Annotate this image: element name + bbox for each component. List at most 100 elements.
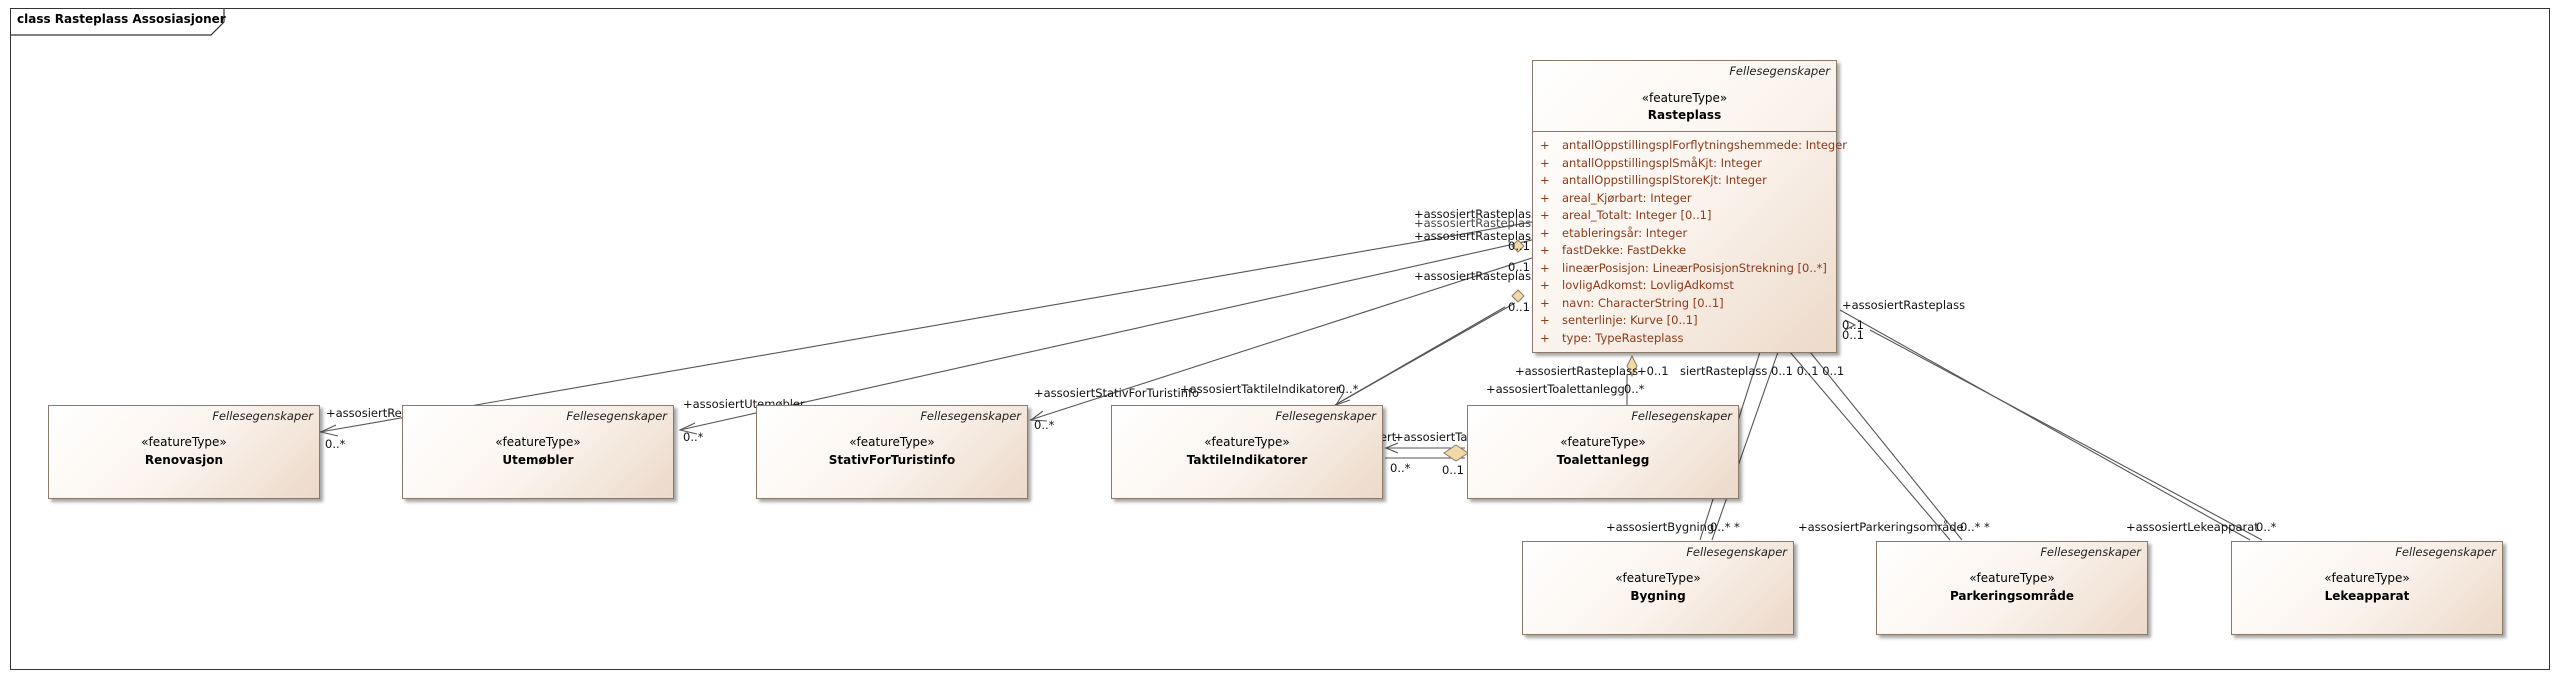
attribute-row: +type: TypeRasteplass bbox=[1540, 330, 1684, 345]
class-name: StativForTuristinfo bbox=[828, 453, 956, 467]
class-name: Rasteplass bbox=[1647, 108, 1722, 122]
package-label: Fellesegenskaper bbox=[212, 409, 313, 423]
attribute-row: +lovligAdkomst: LovligAdkomst bbox=[1540, 278, 1734, 292]
mult-label-taktile: 0..* bbox=[1338, 382, 1359, 396]
class-utemobler[interactable]: Fellesegenskaper «featureType» Utemøbler bbox=[402, 405, 674, 499]
assoc-parkering-a bbox=[1789, 351, 1951, 541]
mult-label-rasteplass-toalett: +0..1 bbox=[1637, 364, 1669, 378]
stereotype-label: «featureType» bbox=[1615, 571, 1701, 585]
assoc-bygning-b bbox=[1711, 351, 1779, 541]
label-bottom-cluster: siertRasteplass 0..1 0..1 0..1 bbox=[1680, 364, 1845, 378]
attribute-row: +etableringsår: Integer bbox=[1540, 225, 1688, 240]
class-name: TaktileIndikatorer bbox=[1186, 453, 1308, 467]
class-bygning[interactable]: Fellesegenskaper «featureType» Bygning bbox=[1522, 541, 1794, 635]
stereotype-label: «featureType» bbox=[849, 435, 935, 449]
role-label-rasteplass-toalett: +assosiertRasteplass bbox=[1515, 364, 1639, 378]
attribute-row: +lineærPosisjon: LineærPosisjonStrekning… bbox=[1540, 260, 1827, 275]
role-label-bygning: +assosiertBygning bbox=[1606, 520, 1715, 534]
class-stativ-for-turistinfo[interactable]: Fellesegenskaper «featureType» StativFor… bbox=[756, 405, 1028, 499]
stereotype-label: «featureType» bbox=[495, 435, 581, 449]
package-label: Fellesegenskaper bbox=[920, 409, 1021, 423]
stereotype-label: «featureType» bbox=[141, 435, 227, 449]
class-name: Renovasjon bbox=[144, 453, 224, 467]
attribute-row: +navn: CharacterString [0..1] bbox=[1540, 295, 1724, 310]
attribute-row: +antallOppstillingsplForflytningshemmede… bbox=[1540, 138, 1847, 152]
aggregation-diamond-taktile-top bbox=[1511, 289, 1525, 303]
stereotype-label: «featureType» bbox=[1560, 435, 1646, 449]
package-label: Fellesegenskaper bbox=[1631, 409, 1732, 423]
class-name: Parkeringsområde bbox=[1949, 589, 2075, 603]
attribute-row: +antallOppstillingsplStoreKjt: Integer bbox=[1540, 173, 1767, 187]
mult-label-rasteplass-a: 0..1 bbox=[1508, 239, 1530, 253]
mult-label-rasteplass-right: 0..1 bbox=[1842, 318, 1864, 332]
assoc-taktile-b bbox=[1339, 306, 1506, 403]
diagram-frame: class Rasteplass Assosiasjoner bbox=[10, 8, 2550, 670]
mult-label-renovasjon: 0..* bbox=[325, 437, 346, 451]
assoc-renovasjon bbox=[319, 221, 1533, 433]
mult-label-toalett: 0..* bbox=[1624, 382, 1645, 396]
mult-label-rasteplass-c: 0..1 bbox=[1508, 300, 1530, 314]
mult-label-rasteplass-right2: 0..1 bbox=[1842, 328, 1864, 342]
compartment-divider bbox=[1533, 131, 1836, 132]
class-name: Utemøbler bbox=[502, 453, 574, 467]
role-label-toalett: +assosiertToalettanlegg bbox=[1486, 382, 1625, 396]
arrow-stativ bbox=[1029, 410, 1048, 422]
package-label: Fellesegenskaper bbox=[1275, 409, 1376, 423]
assoc-utemobler bbox=[679, 239, 1533, 431]
stereotype-label: «featureType» bbox=[2324, 571, 2410, 585]
role-label-stativ: +assosiertStativForTuristinfo bbox=[1034, 386, 1200, 400]
mult-label-rasteplass-b: 0..1 bbox=[1508, 260, 1530, 274]
class-toalettanlegg[interactable]: Fellesegenskaper «featureType» Toalettan… bbox=[1467, 405, 1739, 499]
mult-label-bygning: 0..* * bbox=[1710, 520, 1740, 534]
package-label: Fellesegenskaper bbox=[2395, 545, 2496, 559]
frame-tab bbox=[11, 9, 225, 36]
arrow-utemobler bbox=[678, 422, 698, 435]
role-label-taktile: +assosiertTaktileIndikatorer bbox=[1180, 382, 1341, 396]
class-rasteplass[interactable]: Fellesegenskaper «featureType» Rasteplas… bbox=[1532, 60, 1847, 353]
mult-label-taktile-self-1: 0..* bbox=[1390, 461, 1411, 475]
mult-label-taktile-self-2: 0..1 bbox=[1442, 463, 1464, 477]
aggregation-diamond-toalett bbox=[1626, 354, 1638, 378]
arrow-lekeapparat bbox=[1844, 319, 1857, 331]
attribute-row: +fastDekke: FastDekke bbox=[1540, 243, 1687, 257]
mult-label-parkering: 0..* * bbox=[1960, 520, 1990, 534]
diagram-title: class Rasteplass Assosiasjoner bbox=[17, 12, 226, 26]
role-label-rasteplass-4: +assosiertRasteplass bbox=[1414, 269, 1538, 283]
class-name: Lekeapparat bbox=[2324, 589, 2410, 603]
attribute-row: +antallOppstillingsplSmåKjt: Integer bbox=[1540, 155, 1762, 170]
package-label: Fellesegenskaper bbox=[566, 409, 667, 423]
class-lekeapparat[interactable]: Fellesegenskaper «featureType» Lekeappar… bbox=[2231, 541, 2503, 635]
assoc-lekeapparat-a bbox=[1839, 309, 2251, 541]
class-renovasjon[interactable]: Fellesegenskaper «featureType» Renovasjo… bbox=[48, 405, 320, 499]
class-name: Toalettanlegg bbox=[1556, 453, 1650, 467]
mult-label-stativ: 0..* bbox=[1034, 418, 1055, 432]
arrow-taktile-self bbox=[1384, 442, 1399, 454]
class-parkeringsomrade[interactable]: Fellesegenskaper «featureType» Parkering… bbox=[1876, 541, 2148, 635]
mult-label-lekeapparat: 0..* bbox=[2256, 520, 2277, 534]
aggregation-diamond-right bbox=[1511, 239, 1525, 253]
role-label-rasteplass-2: +assosiertRasteplass bbox=[1414, 216, 1538, 230]
aggregation-diamond-taktile bbox=[1443, 444, 1469, 462]
role-label-rasteplass-3: +assosiertRasteplass bbox=[1414, 229, 1538, 243]
stereotype-label: «featureType» bbox=[1204, 435, 1290, 449]
assoc-lekeapparat-b bbox=[1869, 329, 2263, 541]
class-taktile-indikatorer[interactable]: Fellesegenskaper «featureType» TaktileIn… bbox=[1111, 405, 1383, 499]
role-label-rasteplass-1: +assosiertRasteplass bbox=[1414, 207, 1538, 221]
role-label-lekeapparat: +assosiertLekeapparat bbox=[2126, 520, 2259, 534]
attribute-row: +senterlinje: Kurve [0..1] bbox=[1540, 313, 1698, 327]
assoc-stativ bbox=[1029, 257, 1533, 421]
mult-label-utemobler: 0..* bbox=[683, 430, 704, 444]
attribute-row: +areal_Kjørbart: Integer bbox=[1540, 190, 1692, 205]
arrow-renovasjon bbox=[319, 424, 339, 437]
stereotype-label: «featureType» bbox=[1969, 571, 2055, 585]
package-label: Fellesegenskaper bbox=[1686, 545, 1787, 559]
package-label: Fellesegenskaper bbox=[1729, 64, 1830, 78]
role-label-rasteplass-right: +assosiertRasteplass bbox=[1842, 298, 1966, 312]
role-label-parkering: +assosiertParkeringsområde bbox=[1798, 520, 1964, 534]
stereotype-label: «featureType» bbox=[1641, 91, 1728, 105]
assoc-parkering-b bbox=[1809, 351, 1963, 541]
package-label: Fellesegenskaper bbox=[2040, 545, 2141, 559]
class-name: Bygning bbox=[1630, 589, 1686, 603]
attribute-row: +areal_Totalt: Integer [0..1] bbox=[1540, 208, 1712, 222]
